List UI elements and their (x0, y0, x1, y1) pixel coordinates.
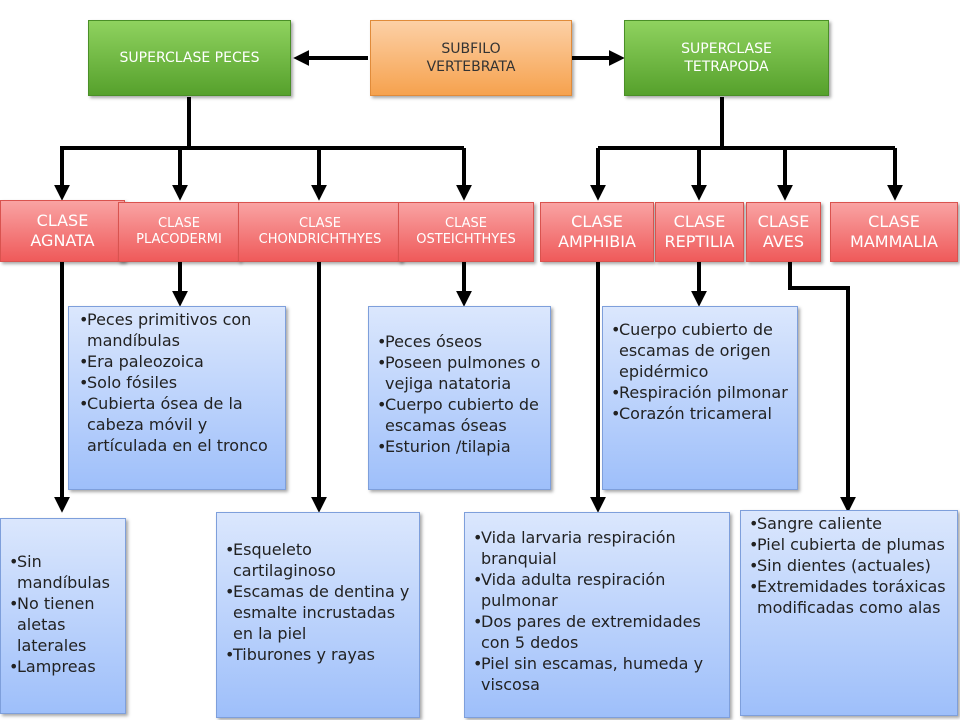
clase-agnata-box: CLASE AGNATA (0, 200, 125, 262)
list-item: Lampreas (9, 656, 123, 677)
clase-placodermi-label: CLASE PLACODERMI (136, 216, 222, 247)
list-item: Peces primitivos con mandíbulas (79, 309, 279, 351)
superclase-tetrapoda-box: SUPERCLASE TETRAPODA (624, 20, 829, 96)
clase-chondrichthyes-label: CLASE CHONDRICHTHYES (258, 216, 382, 247)
aves-details-list: Sangre calientePiel cubierta de plumasSi… (741, 513, 953, 618)
agnata-details-box: Sin mandíbulasNo tienen aletas laterales… (0, 518, 126, 714)
osteichthyes-details-list: Peces óseosPoseen pulmones o vejiga nata… (369, 331, 546, 457)
clase-reptilia-box: CLASE REPTILIA (655, 202, 744, 262)
clase-agnata-label: CLASE AGNATA (30, 211, 95, 250)
list-item: Extremidades toráxicas modificadas como … (749, 576, 953, 618)
list-item: No tienen aletas laterales (9, 593, 123, 656)
clase-osteichthyes-label: CLASE OSTEICHTHYES (416, 216, 516, 247)
list-item: Piel cubierta de plumas (749, 534, 953, 555)
list-item: Piel sin escamas, humeda y viscosa (473, 653, 725, 695)
aves-details-box: Sangre calientePiel cubierta de plumasSi… (740, 510, 958, 716)
chondrichthyes-details-box: Esqueleto cartilaginosoEscamas de dentin… (216, 512, 420, 718)
list-item: Escamas de dentina y esmalte incrustadas… (225, 581, 415, 644)
subfilo-vertebrata-box: SUBFILO VERTEBRATA (370, 20, 572, 96)
superclase-tetrapoda-label: SUPERCLASE TETRAPODA (681, 41, 772, 75)
list-item: Peces óseos (377, 331, 546, 352)
list-item: Corazón tricameral (611, 403, 793, 424)
placodermi-details-box: Peces primitivos con mandíbulasEra paleo… (68, 306, 286, 490)
subfilo-vertebrata-label: SUBFILO VERTEBRATA (426, 41, 516, 75)
reptilia-details-box: Cuerpo cubierto de escamas de origen epi… (602, 306, 798, 490)
clase-reptilia-label: CLASE REPTILIA (664, 212, 735, 251)
list-item: Dos pares de extremidades con 5 dedos (473, 611, 725, 653)
osteichthyes-details-box: Peces óseosPoseen pulmones o vejiga nata… (368, 306, 551, 490)
clase-aves-box: CLASE AVES (746, 202, 821, 262)
list-item: Sangre caliente (749, 513, 953, 534)
list-item: Cuerpo cubierto de escamas óseas (377, 394, 546, 436)
list-item: Poseen pulmones o vejiga natatoria (377, 352, 546, 394)
superclase-peces-label: SUPERCLASE PECES (119, 50, 260, 66)
list-item: Respiración pilmonar (611, 382, 793, 403)
clase-osteichthyes-box: CLASE OSTEICHTHYES (398, 202, 534, 262)
list-item: Vida larvaria respiración branquial (473, 527, 725, 569)
amphibia-details-box: Vida larvaria respiración branquialVida … (464, 512, 730, 718)
list-item: Vida adulta respiración pulmonar (473, 569, 725, 611)
list-item: Sin mandíbulas (9, 551, 123, 593)
clase-mammalia-box: CLASE MAMMALIA (830, 202, 958, 262)
clase-mammalia-label: CLASE MAMMALIA (850, 212, 938, 251)
clase-amphibia-label: CLASE AMPHIBIA (558, 212, 636, 251)
clase-amphibia-box: CLASE AMPHIBIA (540, 202, 654, 262)
list-item: Sin dientes (actuales) (749, 555, 953, 576)
clase-aves-label: CLASE AVES (757, 212, 810, 251)
list-item: Cuerpo cubierto de escamas de origen epi… (611, 319, 793, 382)
list-item: Esqueleto cartilaginoso (225, 539, 415, 581)
amphibia-details-list: Vida larvaria respiración branquialVida … (465, 527, 725, 695)
list-item: Solo fósiles (79, 372, 279, 393)
clase-placodermi-box: CLASE PLACODERMI (118, 202, 240, 262)
superclase-peces-box: SUPERCLASE PECES (88, 20, 291, 96)
clase-chondrichthyes-box: CLASE CHONDRICHTHYES (238, 202, 402, 262)
list-item: Cubierta ósea de la cabeza móvil y artíc… (79, 393, 279, 456)
list-item: Era paleozoica (79, 351, 279, 372)
chondrichthyes-details-list: Esqueleto cartilaginosoEscamas de dentin… (217, 539, 415, 665)
list-item: Esturion /tilapia (377, 436, 546, 457)
placodermi-details-list: Peces primitivos con mandíbulasEra paleo… (71, 309, 279, 456)
list-item: Tiburones y rayas (225, 644, 415, 665)
agnata-details-list: Sin mandíbulasNo tienen aletas laterales… (1, 551, 123, 677)
reptilia-details-list: Cuerpo cubierto de escamas de origen epi… (603, 319, 793, 424)
